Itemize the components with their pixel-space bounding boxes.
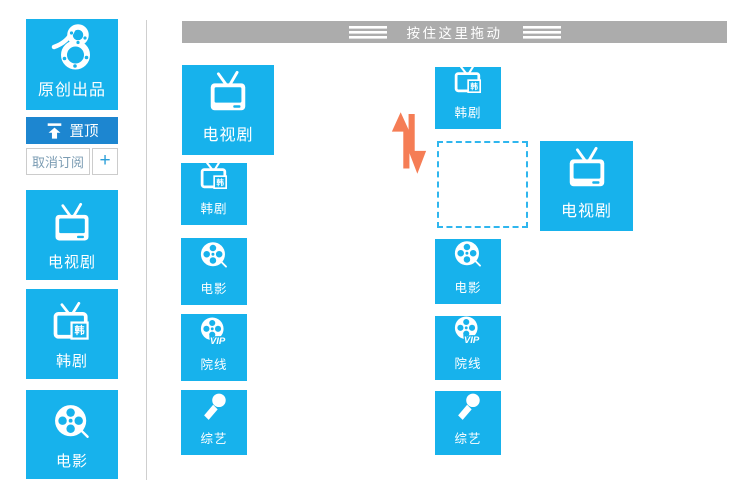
drag-hint-label: 按住这里拖动 [406, 26, 503, 41]
tile-label: 韩剧 [200, 202, 228, 216]
drag-handle-bar[interactable]: 按住这里拖动 [182, 21, 727, 43]
svg-text:韩: 韩 [216, 177, 224, 187]
tile-label: 电影 [55, 453, 88, 470]
tile-tv-drama[interactable]: 电视剧 [26, 190, 118, 280]
tile-label: 院线 [454, 357, 482, 371]
brand-tile[interactable]: 原创出品 [26, 19, 118, 110]
tile-label: 韩剧 [55, 353, 88, 370]
film-reel-icon [451, 238, 485, 272]
svg-text:VIP: VIP [210, 336, 226, 347]
swap-arrows-icon [391, 106, 427, 180]
tile-label: 电影 [454, 281, 482, 295]
add-subscription-button[interactable]: + [92, 148, 118, 175]
film-reel-icon [50, 401, 94, 445]
sidebar-divider [146, 20, 147, 480]
tv-korean-badge-icon: 韩 [198, 160, 231, 193]
svg-text:韩: 韩 [74, 324, 84, 337]
tile-label: 电影 [200, 282, 228, 296]
tile-label: 综艺 [454, 432, 482, 446]
pin-to-top-button[interactable]: 置顶 [26, 117, 118, 144]
tv-icon [564, 146, 610, 192]
film-reel-vip-icon: VIP [197, 315, 231, 349]
unsubscribe-button[interactable]: 取消订阅 [26, 148, 90, 175]
tile-variety[interactable]: 综艺 [435, 391, 501, 455]
brand-label: 原创出品 [37, 82, 106, 99]
tile-label: 电视剧 [560, 203, 612, 220]
film-reel-vip-icon: VIP [451, 314, 485, 348]
tile-cinema[interactable]: VIP 院线 [181, 314, 247, 381]
tile-korean-drama[interactable]: 韩 韩剧 [435, 64, 501, 129]
tile-movie[interactable]: 电影 [26, 390, 118, 479]
dragged-tile-tv-drama[interactable]: 电视剧 [540, 141, 633, 231]
tv-korean-badge-icon: 韩 [50, 301, 94, 345]
tile-tv-drama[interactable]: 电视剧 [182, 65, 274, 155]
film-reel-icon [197, 239, 231, 273]
tile-label: 电视剧 [202, 127, 254, 144]
tile-label: 韩剧 [454, 106, 482, 120]
film-butterfly-logo-icon [48, 23, 96, 71]
drop-placeholder[interactable] [437, 141, 528, 228]
tile-cinema[interactable]: VIP 院线 [435, 316, 501, 380]
tile-movie[interactable]: 电影 [181, 238, 247, 305]
tile-movie[interactable]: 电影 [435, 239, 501, 304]
tile-variety[interactable]: 综艺 [181, 390, 247, 455]
tile-korean-drama[interactable]: 韩 韩剧 [181, 160, 247, 225]
svg-text:韩: 韩 [470, 81, 478, 91]
tv-icon [50, 202, 94, 246]
drag-lines-icon [522, 25, 561, 39]
tile-label: 院线 [200, 358, 228, 372]
pin-top-icon [46, 122, 63, 139]
tv-icon [205, 70, 251, 116]
tile-korean-drama[interactable]: 韩 韩剧 [26, 289, 118, 379]
tv-korean-badge-icon: 韩 [452, 64, 485, 97]
svg-text:VIP: VIP [464, 335, 480, 346]
pin-label: 置顶 [69, 124, 99, 140]
microphone-icon [452, 390, 485, 423]
drag-lines-icon [348, 25, 387, 39]
microphone-icon [198, 390, 231, 423]
plus-icon: + [99, 150, 111, 171]
tile-label: 综艺 [200, 432, 228, 446]
tile-label: 电视剧 [47, 254, 96, 271]
